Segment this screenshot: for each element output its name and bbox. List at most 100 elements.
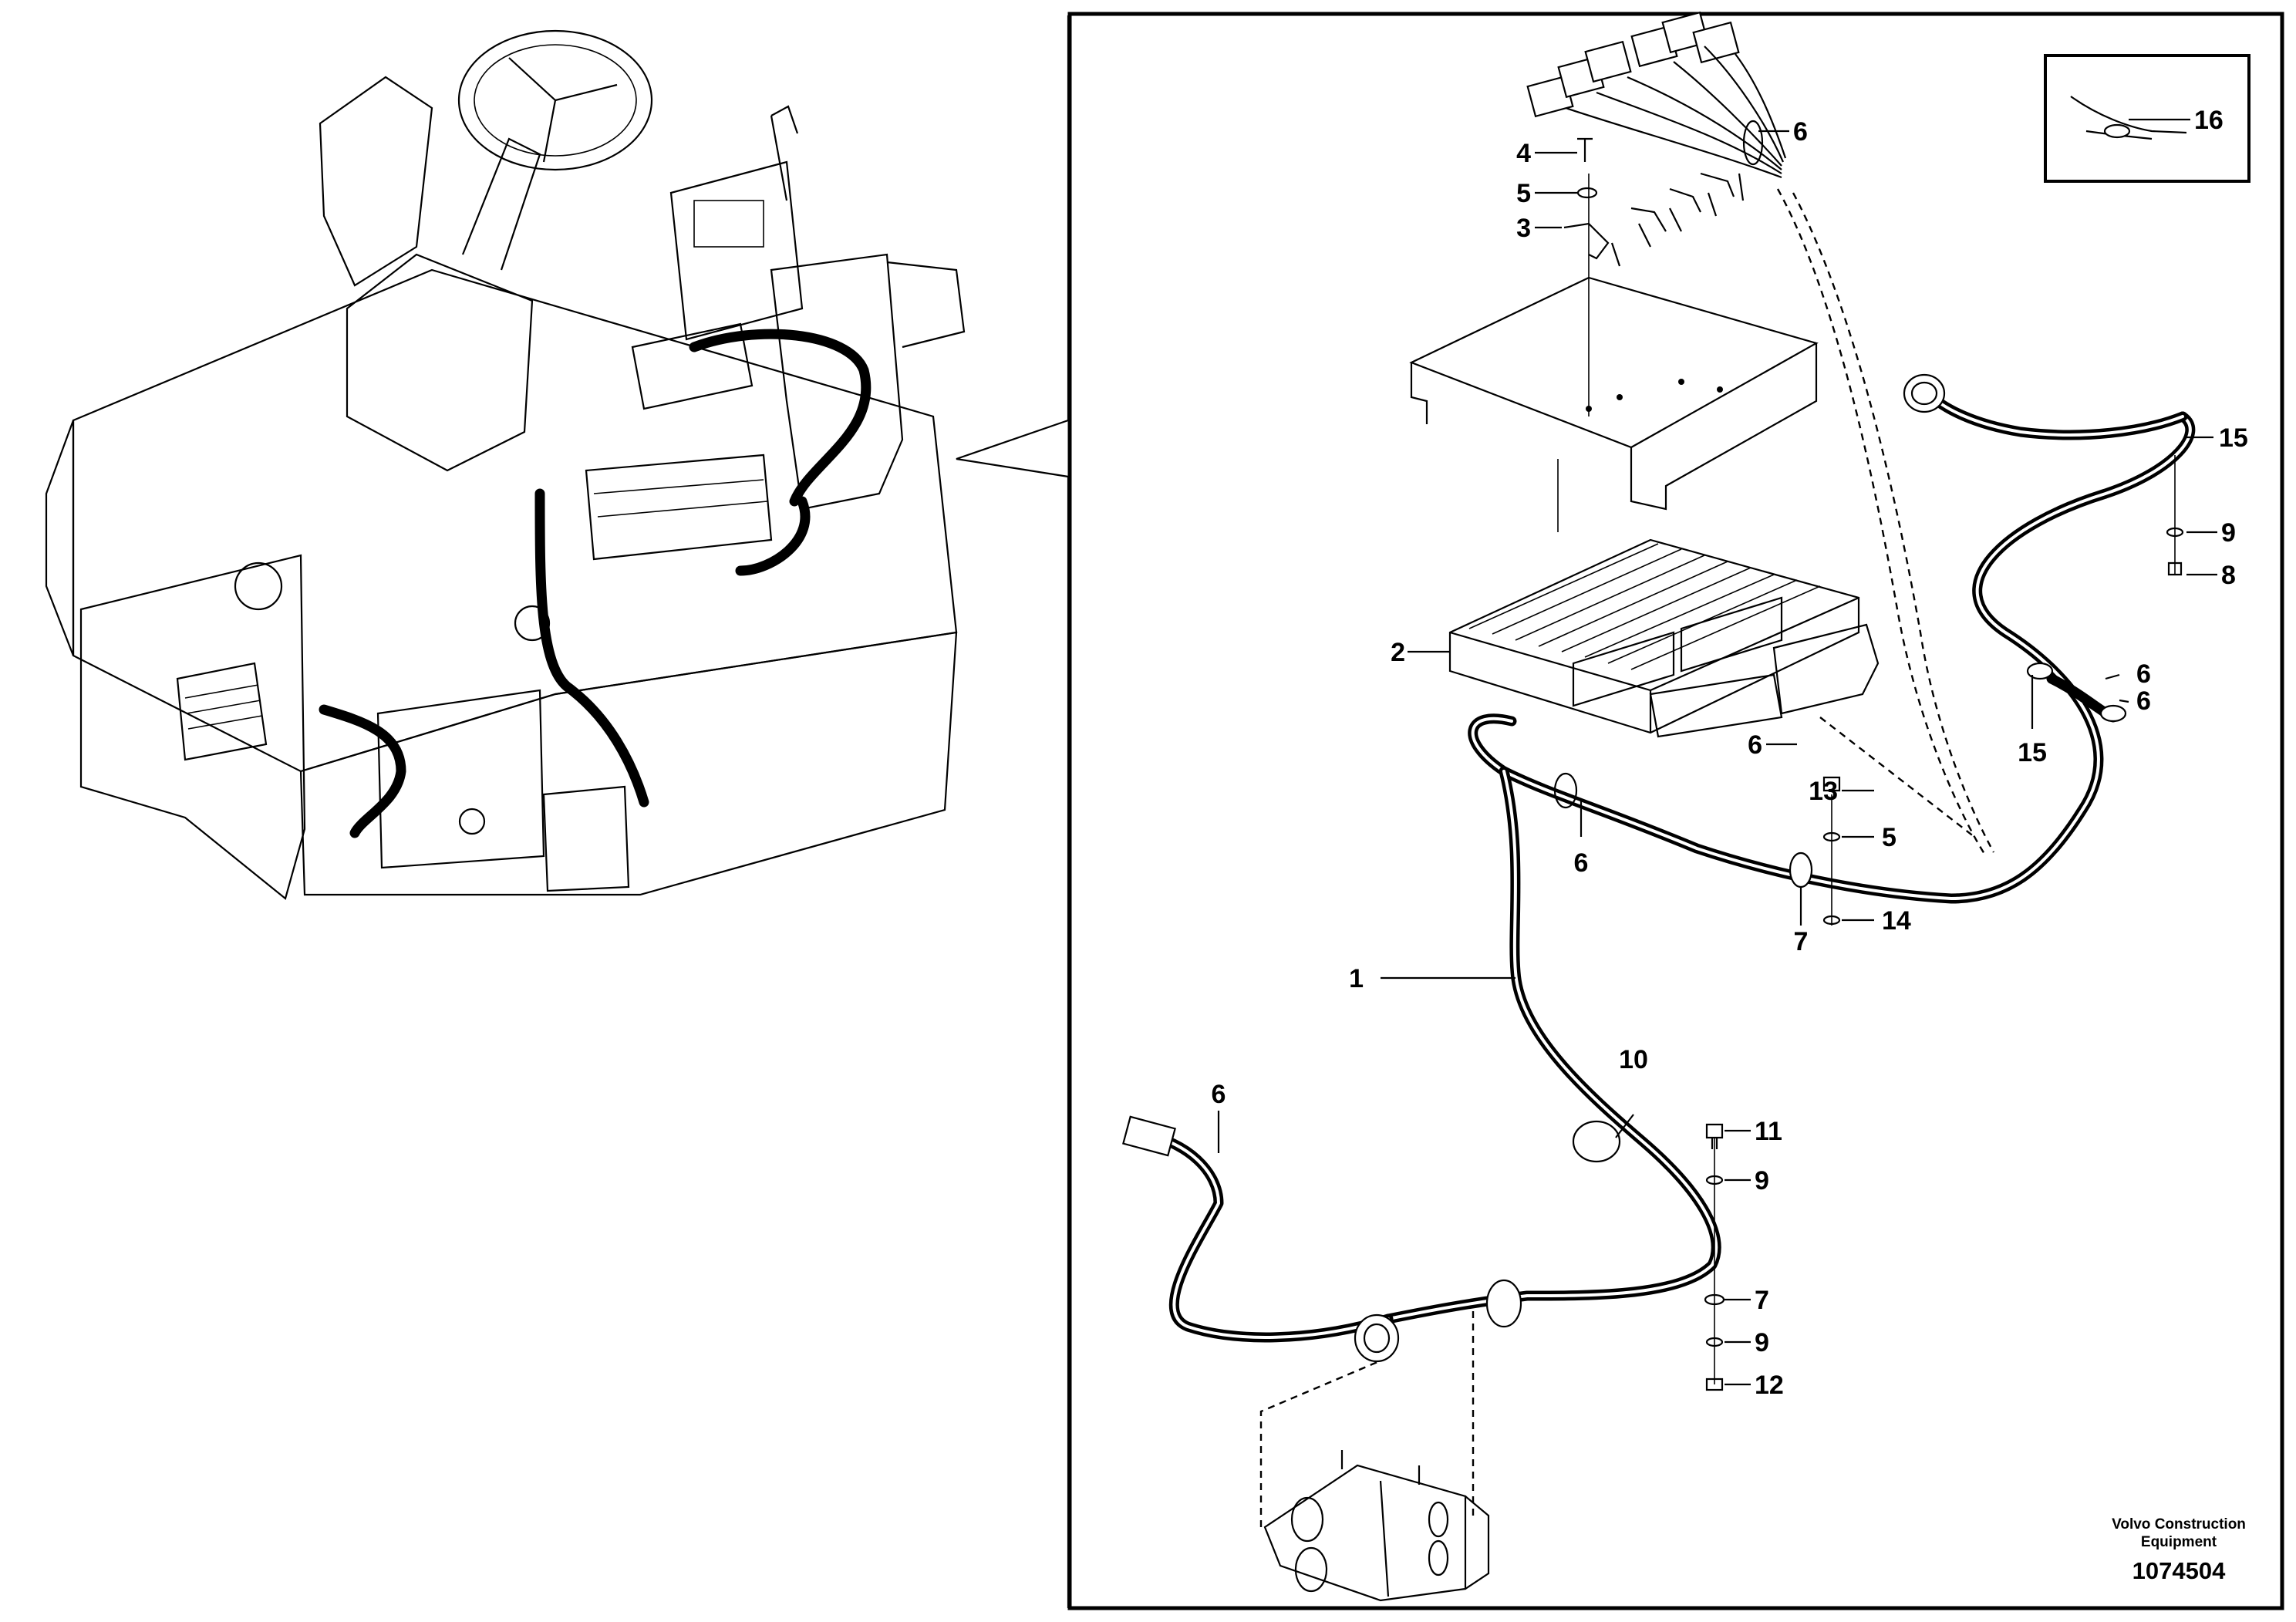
cable-tie-10	[1572, 1120, 1621, 1163]
dashed-route-1	[1776, 188, 1987, 857]
main-harness	[1136, 388, 2196, 1343]
operator-seat-back	[319, 76, 433, 287]
bundle-wires	[1565, 46, 1787, 179]
callout-1: 1	[1349, 964, 1364, 993]
machine-overview	[45, 29, 966, 900]
side-box	[542, 785, 630, 892]
callout-9b: 9	[1755, 1166, 1769, 1195]
top-connector-bundle	[1526, 11, 1787, 179]
callout-15a: 15	[2219, 423, 2248, 453]
callout-3: 3	[1516, 214, 1531, 243]
dashed-route-4	[1259, 1356, 1389, 1527]
joystick	[770, 105, 799, 201]
callout-9a: 9	[2221, 518, 2236, 548]
callout-6f: 6	[2136, 686, 2151, 716]
access-panel	[376, 689, 545, 869]
ecu-plug-2	[1649, 673, 1783, 738]
overview-cable-a	[689, 329, 872, 507]
callout-7a: 7	[1794, 927, 1809, 956]
steering-wheel	[457, 29, 653, 171]
callouts: 1 2 3 4 5 5 6 6 6 6 6 6 7 7 8 9 9 9 10 1…	[1212, 106, 2248, 1400]
inset-cable	[2070, 96, 2187, 134]
floor-hole-2	[514, 605, 551, 642]
bolt-4	[1577, 137, 1593, 162]
steering-spokes	[508, 57, 618, 163]
ecu-fins	[1468, 543, 1821, 670]
callout-14: 14	[1882, 906, 1911, 936]
front-body	[79, 554, 306, 900]
callout-6c: 6	[1574, 848, 1589, 878]
washer-5	[1576, 187, 1598, 199]
armrest	[631, 322, 754, 410]
callout-6a: 6	[1793, 117, 1808, 147]
ecu-unit	[1448, 538, 1880, 738]
left-end-connector	[1122, 1115, 1176, 1157]
leader-lines	[1217, 118, 2217, 1386]
overview-cable-b	[534, 488, 649, 808]
brand-line-1: Volvo Construction	[2112, 1516, 2246, 1533]
detail-frame	[1067, 12, 2284, 1610]
callout-16: 16	[2194, 106, 2224, 135]
lower-hardware	[1704, 455, 2184, 1391]
callout-12: 12	[1755, 1371, 1784, 1400]
inset-clip	[2103, 123, 2131, 139]
floor-hole	[234, 561, 283, 611]
seat-cushion	[886, 261, 966, 349]
steering-wheel-inner	[474, 44, 637, 157]
bracket-fold	[1379, 1480, 1490, 1597]
panel-connector	[458, 808, 486, 835]
front-grille	[176, 662, 268, 761]
inset-box	[2044, 54, 2250, 183]
grommet	[1485, 1279, 1522, 1328]
harness-lower	[1383, 766, 1721, 1324]
clip-3	[1563, 222, 1610, 260]
callout-6e: 6	[2136, 659, 2151, 689]
harness-sleeve	[1789, 851, 1813, 889]
dashed-route-2	[1792, 192, 1995, 853]
cover-axis	[1557, 174, 1590, 532]
callout-5b: 5	[1882, 823, 1896, 852]
control-console	[669, 160, 804, 341]
clip-6-right	[2099, 704, 2127, 723]
overview-ecu	[585, 454, 773, 561]
console-buttons	[693, 200, 764, 248]
steering-shaft	[461, 137, 541, 271]
detail-pointer	[956, 15, 1070, 1608]
ecu-cover-plate	[1409, 174, 1819, 532]
top-hardware	[1563, 137, 1745, 267]
clips-row	[1630, 172, 1735, 232]
doc-number: 1074504	[2132, 1557, 2226, 1584]
clip-bolts	[1610, 173, 1745, 267]
overview-ecu-ribs	[593, 479, 768, 518]
clip-15	[2026, 662, 2054, 680]
bracket-studs	[1340, 1450, 1421, 1485]
callout-13: 13	[1809, 777, 1838, 806]
overview-cable-d	[735, 496, 811, 576]
callout-6d: 6	[1212, 1080, 1226, 1109]
ecu-socket-2	[1680, 596, 1783, 673]
callout-9c: 9	[1755, 1328, 1769, 1357]
overview-cable-c	[319, 704, 406, 838]
callout-15b: 15	[2018, 738, 2047, 767]
cable-tie-6	[1553, 772, 1578, 809]
callout-10: 10	[1619, 1045, 1648, 1074]
grille-slats	[184, 684, 263, 730]
harness-left-branch	[1136, 1128, 1394, 1343]
rear-body	[299, 631, 958, 896]
ecu-socket-1	[1572, 631, 1675, 707]
ecu-body	[1448, 538, 1860, 734]
callout-5a: 5	[1516, 179, 1531, 208]
ecu-plug	[1772, 623, 1880, 715]
steering-column	[346, 253, 534, 472]
bundle-tie	[1742, 120, 1764, 166]
callout-6b: 6	[1748, 730, 1762, 760]
brand-line-2: Equipment	[2141, 1534, 2217, 1550]
round-connector-left	[1354, 1313, 1400, 1363]
seat-frame	[770, 253, 904, 511]
dashed-route-3	[1819, 717, 1975, 838]
callout-8: 8	[2221, 561, 2236, 590]
mounting-bracket	[1263, 1450, 1490, 1602]
cover-top	[1409, 276, 1819, 449]
floor-plate-side	[45, 420, 75, 656]
